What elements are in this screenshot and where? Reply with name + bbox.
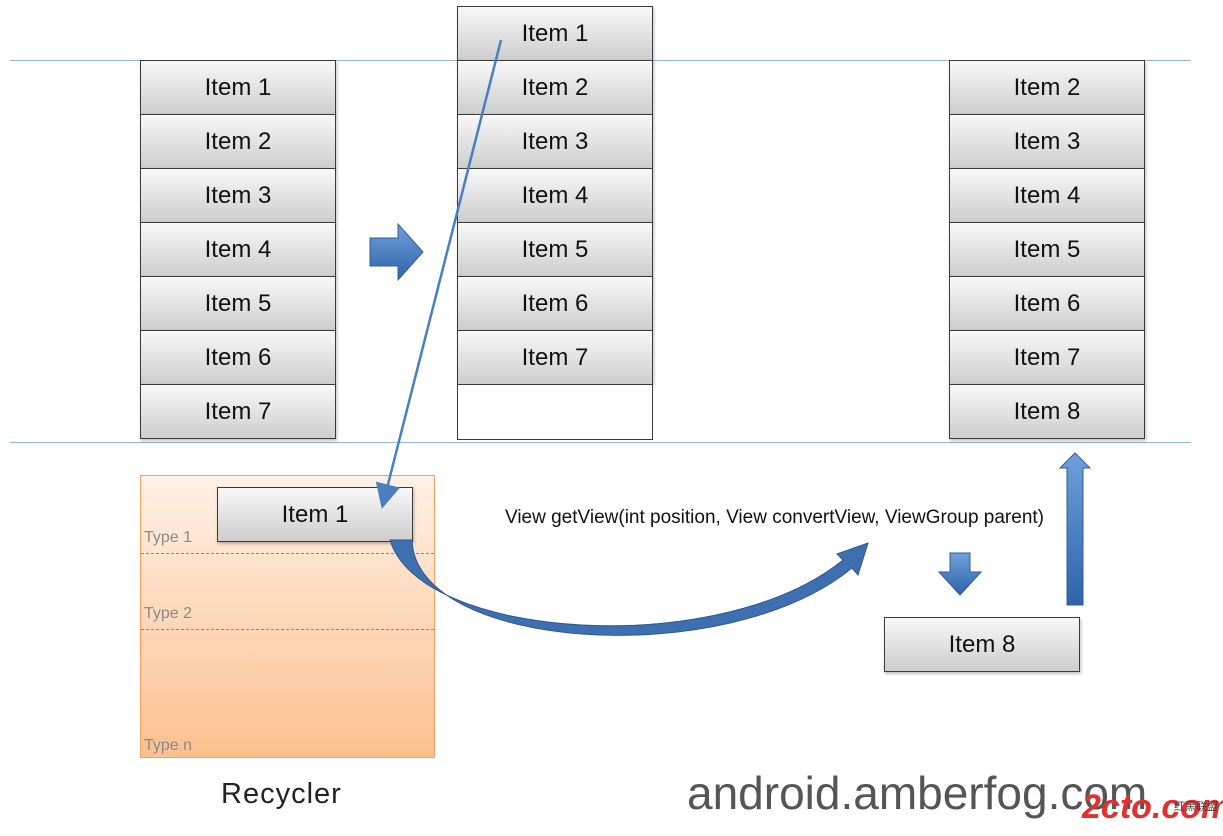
list-item: Item 3 — [457, 114, 653, 169]
type-divider — [141, 553, 434, 554]
list-item: Item 3 — [140, 168, 336, 223]
list-scrolled-column: Item 1 Item 2 Item 3 Item 4 Item 5 Item … — [457, 6, 653, 440]
list-item: Item 4 — [457, 168, 653, 223]
list-item: Item 7 — [140, 384, 336, 439]
list-item: Item 5 — [457, 222, 653, 277]
list-item: Item 7 — [457, 330, 653, 385]
watermark-sub: 红黑联盟 — [1174, 801, 1218, 813]
right-arrow-icon — [369, 222, 424, 282]
type-label: Type n — [144, 737, 193, 754]
list-item: Item 2 — [140, 114, 336, 169]
watermark-logo: 2cto.com — [1082, 788, 1223, 826]
type-label: Type 1 — [144, 529, 193, 546]
list-item: Item 5 — [140, 276, 336, 331]
empty-slot — [457, 385, 653, 440]
down-arrow-icon — [937, 552, 983, 596]
list-before-column: Item 1 Item 2 Item 3 Item 4 Item 5 Item … — [140, 60, 336, 439]
list-item: Item 6 — [457, 276, 653, 331]
list-item: Item 2 — [949, 60, 1145, 115]
list-item: Item 4 — [140, 222, 336, 277]
new-item: Item 8 — [884, 617, 1080, 672]
list-item: Item 8 — [949, 384, 1145, 439]
up-arrow-icon — [1058, 452, 1092, 606]
recycle-line-arrow — [375, 39, 503, 509]
list-item: Item 3 — [949, 114, 1145, 169]
list-item: Item 6 — [949, 276, 1145, 331]
recycler-label: Recycler — [221, 778, 342, 810]
type-divider — [141, 629, 434, 630]
method-signature: View getView(int position, View convertV… — [505, 507, 1044, 528]
curved-reuse-arrow — [389, 539, 869, 636]
list-item: Item 5 — [949, 222, 1145, 277]
viewport-bottom-line — [10, 442, 1191, 443]
site-url: android.amberfog.com — [687, 767, 1148, 819]
list-after-column: Item 2 Item 3 Item 4 Item 5 Item 6 Item … — [949, 60, 1145, 439]
type-label: Type 2 — [144, 605, 193, 622]
list-item: Item 1 — [457, 6, 653, 61]
list-item: Item 4 — [949, 168, 1145, 223]
